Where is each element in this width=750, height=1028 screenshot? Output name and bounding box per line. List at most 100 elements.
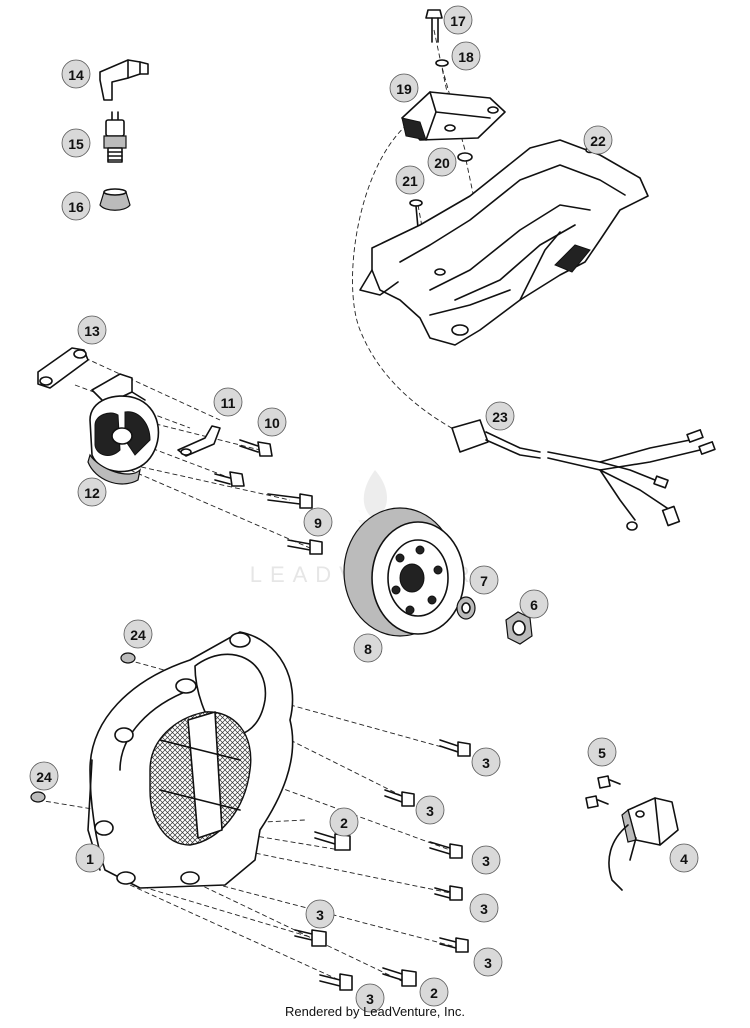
callout-2: 2 <box>419 977 449 1007</box>
callout-6: 6 <box>519 589 549 619</box>
callout-12: 12 <box>77 477 107 507</box>
callout-15: 15 <box>61 128 91 158</box>
callout-3: 3 <box>473 947 503 977</box>
callout-bubble <box>485 401 515 431</box>
callout-bubble <box>213 387 243 417</box>
callout-8: 8 <box>353 633 383 663</box>
callout-label: 4 <box>680 851 688 867</box>
screw-3-f <box>439 937 469 953</box>
callout-3: 3 <box>305 899 335 929</box>
callout-bubble <box>61 59 91 89</box>
callout-bubble <box>353 633 383 663</box>
callout-bubble <box>427 147 457 177</box>
voltage-regulator-19 <box>401 91 506 141</box>
callout-3: 3 <box>471 845 501 875</box>
callout-bubble <box>471 845 501 875</box>
screw-stator <box>214 471 245 487</box>
callout-bubble <box>305 899 335 929</box>
wiring-harness-23 <box>451 419 716 531</box>
stator-12 <box>87 373 160 485</box>
screw-3-b <box>384 789 415 807</box>
callout-label: 23 <box>492 409 508 425</box>
callout-label: 17 <box>450 13 466 29</box>
callout-bubble <box>419 977 449 1007</box>
callout-4: 4 <box>669 843 699 873</box>
callout-bubble <box>329 807 359 837</box>
callout-23: 23 <box>485 401 515 431</box>
callout-label: 9 <box>314 515 322 531</box>
callout-label: 8 <box>364 641 372 657</box>
callout-label: 18 <box>458 49 474 65</box>
screw-2-b <box>382 967 417 987</box>
callout-label: 2 <box>340 815 348 831</box>
ignition-coil-4 <box>608 797 679 891</box>
clip-11 <box>177 425 221 457</box>
callout-bubble <box>61 191 91 221</box>
callout-label: 14 <box>68 67 84 83</box>
callout-label: 7 <box>480 573 488 589</box>
callout-label: 10 <box>264 415 280 431</box>
screw-3-g <box>319 973 353 991</box>
callout-11: 11 <box>213 387 243 417</box>
washer-18 <box>435 59 449 67</box>
bolt-17 <box>425 9 443 43</box>
callout-label: 2 <box>430 985 438 1001</box>
ignition-cover-1 <box>87 631 294 889</box>
callout-3: 3 <box>355 983 385 1013</box>
callout-label: 1 <box>86 851 94 867</box>
screw-5-b <box>585 795 609 809</box>
callout-label: 20 <box>434 155 450 171</box>
callout-bubble <box>395 165 425 195</box>
callout-1: 1 <box>75 843 105 873</box>
callout-21: 21 <box>395 165 425 195</box>
callout-bubble <box>469 893 499 923</box>
bracket-22 <box>359 139 649 346</box>
screw-3-d <box>434 885 463 901</box>
callout-label: 24 <box>130 627 146 643</box>
callout-label: 19 <box>396 81 412 97</box>
screw-3-a <box>439 739 471 757</box>
nut-6 <box>505 611 533 645</box>
callout-19: 19 <box>389 73 419 103</box>
grommet-16 <box>99 188 131 211</box>
screw-9-upper <box>267 493 313 509</box>
callout-label: 16 <box>68 199 84 215</box>
callout-bubble <box>451 41 481 71</box>
callout-16: 16 <box>61 191 91 221</box>
callout-bubble <box>669 843 699 873</box>
callout-18: 18 <box>451 41 481 71</box>
callout-label: 13 <box>84 323 100 339</box>
callout-bubble <box>61 128 91 158</box>
callout-3: 3 <box>471 747 501 777</box>
callout-label: 6 <box>530 597 538 613</box>
screw-5-a <box>597 775 621 789</box>
bushing-20 <box>457 152 473 162</box>
callout-24: 24 <box>29 761 59 791</box>
callout-label: 3 <box>366 991 374 1007</box>
washer-7 <box>456 596 476 620</box>
callouts: 1718192021221415161311101223976824352432… <box>29 5 699 1013</box>
callout-label: 3 <box>484 955 492 971</box>
callout-label: 22 <box>590 133 606 149</box>
callout-3: 3 <box>469 893 499 923</box>
callout-9: 9 <box>303 507 333 537</box>
callout-bubble <box>257 407 287 437</box>
callout-24: 24 <box>123 619 153 649</box>
callout-10: 10 <box>257 407 287 437</box>
callout-bubble <box>443 5 473 35</box>
callout-bubble <box>123 619 153 649</box>
callout-bubble <box>389 73 419 103</box>
callout-label: 3 <box>482 755 490 771</box>
callout-17: 17 <box>443 5 473 35</box>
callout-2: 2 <box>329 807 359 837</box>
spark-plug-15 <box>103 111 127 163</box>
callout-label: 5 <box>598 745 606 761</box>
callout-label: 15 <box>68 136 84 152</box>
rotor-8 <box>343 507 465 637</box>
callout-label: 3 <box>316 907 324 923</box>
callout-bubble <box>29 761 59 791</box>
callout-label: 3 <box>426 803 434 819</box>
callout-14: 14 <box>61 59 91 89</box>
callout-bubble <box>77 477 107 507</box>
